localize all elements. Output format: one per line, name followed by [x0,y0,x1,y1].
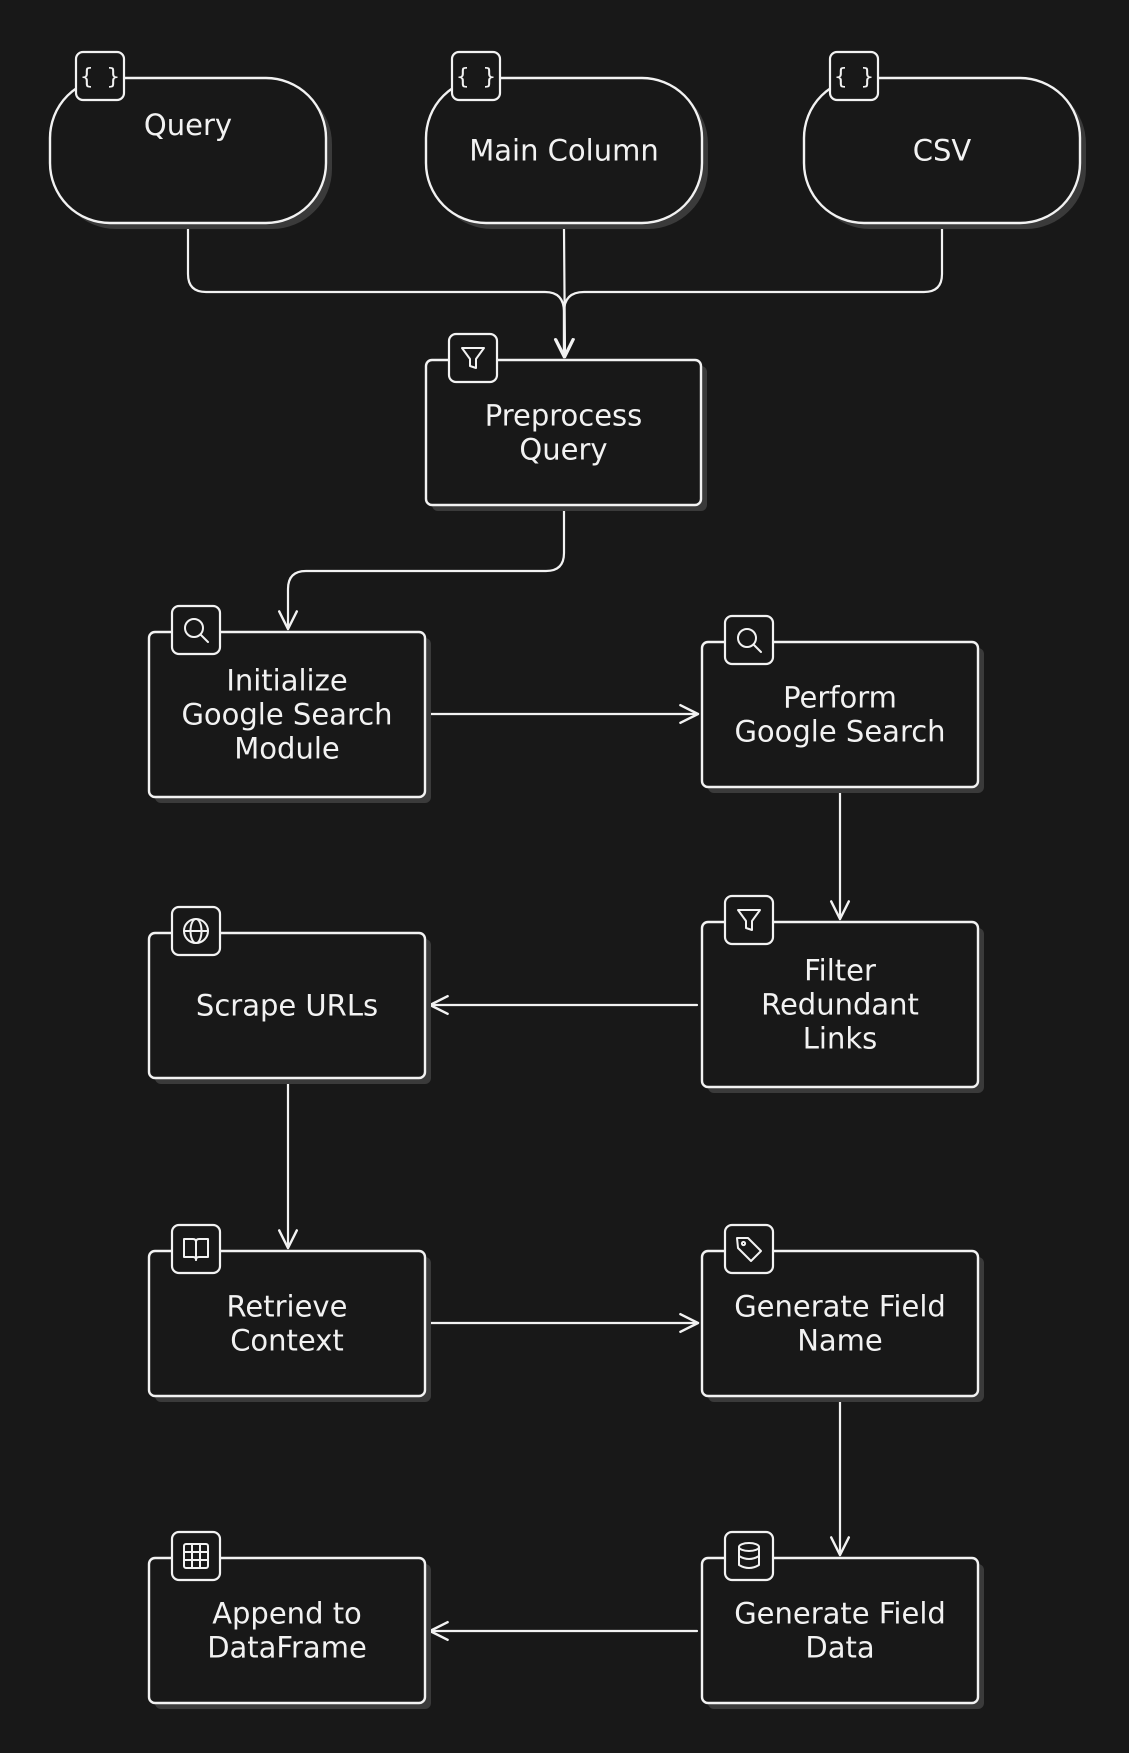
filter-icon [723,894,775,946]
node-label-line: CSV [913,134,972,168]
node-label-line: Links [803,1022,878,1056]
node-box [147,1556,427,1705]
node-label-line: Google Search [734,715,945,749]
node-box [700,920,980,1089]
book-icon [170,1223,222,1275]
braces-icon: { } [828,50,880,102]
node-label-line: Preprocess [485,399,643,433]
node-label-line: Google Search [181,698,392,732]
node-label-line: Context [230,1324,344,1358]
node-label-line: Retrieve [227,1290,348,1324]
svg-text:{ }: { } [80,65,120,90]
edge-preprocess-query-to-init-search [277,509,566,631]
node-csv: CSV { } [802,50,1086,229]
edge-csv-to-preprocess-query [553,227,944,359]
node-box [424,76,704,225]
braces-icon: { } [74,50,126,102]
node-box [147,1249,427,1398]
node-box [48,76,328,225]
node-label-line: Query [519,433,607,467]
node-box [147,630,427,799]
braces-icon: { } [450,50,502,102]
node-box [700,1249,980,1398]
globe-icon [170,905,222,957]
node-box [147,931,427,1080]
node-label-line: Main Column [469,134,659,168]
svg-text:{ }: { } [834,65,874,90]
search-icon [723,614,775,666]
node-label-line: Initialize [226,664,347,698]
node-scrape-urls: Scrape URLs [147,905,431,1084]
node-label-line: Perform [783,681,897,715]
node-label-line: Data [805,1631,874,1665]
edge-query-to-preprocess-query [186,227,575,359]
node-query: Query { } [48,50,332,229]
svg-text:{ }: { } [456,65,496,90]
node-box [424,358,703,507]
node-box [802,76,1082,225]
node-box [700,640,980,789]
node-box [700,1556,980,1705]
search-icon [170,604,222,656]
edges [186,227,944,1642]
database-icon [723,1530,775,1582]
tag-icon [723,1223,775,1275]
node-label-line: Generate Field [734,1597,946,1631]
node-label-line: Scrape URLs [196,989,378,1023]
node-label-line: Filter [804,954,876,988]
table-icon [170,1530,222,1582]
node-main-column: Main Column { } [424,50,708,229]
node-label-line: Append to [212,1597,362,1631]
node-label-line: Generate Field [734,1290,946,1324]
node-label-line: Redundant [761,988,919,1022]
node-label-line: Module [234,732,339,766]
node-label-line: Name [797,1324,883,1358]
filter-icon [447,332,499,384]
nodes: Query{ }Main Column{ }CSV{ }PreprocessQu… [48,50,1086,1709]
node-label-line: DataFrame [207,1631,367,1665]
node-label-line: Query [144,108,232,142]
